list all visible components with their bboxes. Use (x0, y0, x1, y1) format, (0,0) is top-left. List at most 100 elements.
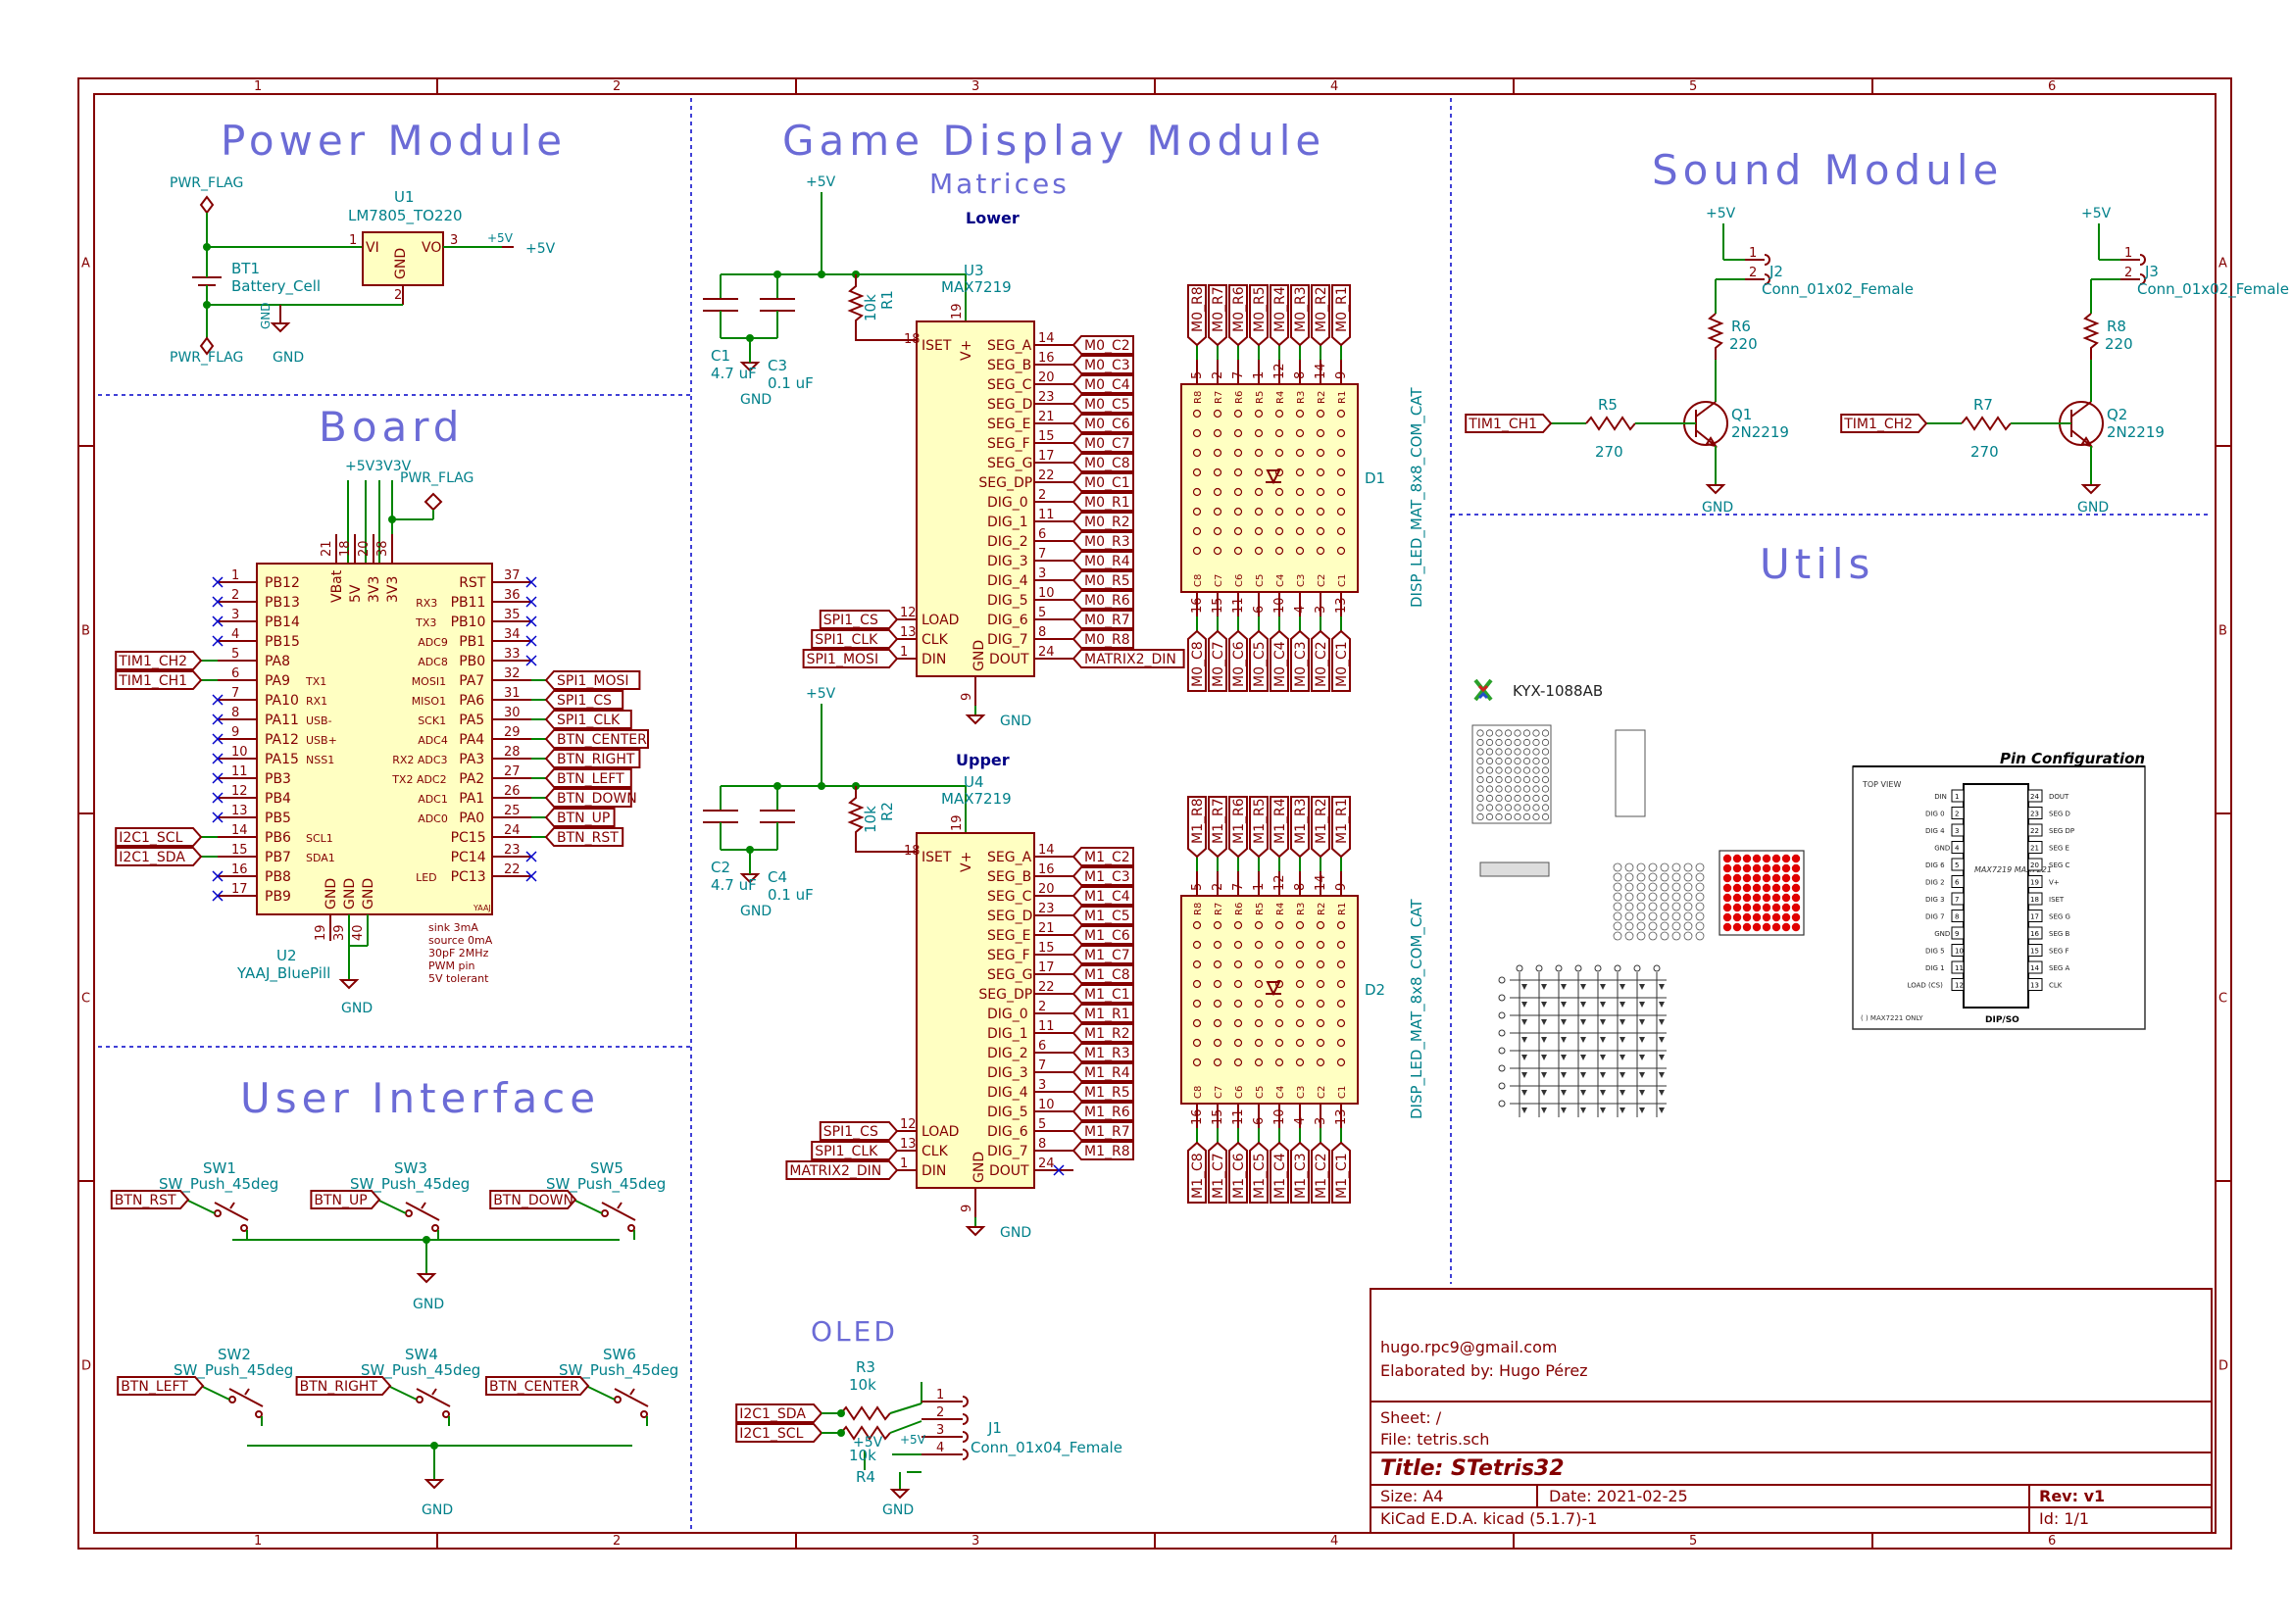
kyx-red-led (1722, 893, 1732, 903)
matrix-net-shape (1270, 1141, 1289, 1204)
led-dot (1336, 546, 1346, 556)
kyx-pin-grid-dot (1671, 902, 1681, 911)
D2-bottom-pin: 4 (1293, 1117, 1308, 1125)
kyx-dot (1522, 757, 1531, 765)
led-dot (1233, 428, 1243, 438)
matrix-net-shape (1228, 796, 1248, 859)
D1-net-r2: M0_R2 (1314, 286, 1329, 332)
kyx-dot (1514, 738, 1521, 747)
D2-top-pin: 5 (1190, 883, 1205, 891)
kyx-dot (1514, 748, 1521, 756)
pin-config-left-box (1951, 926, 1965, 940)
kyx-pin-grid-dot (1695, 882, 1705, 892)
U3-net-m0-c8-shape (1071, 453, 1134, 472)
u1-vo-pin: VO (422, 240, 441, 256)
U3-value: MAX7219 (941, 278, 1012, 296)
bp-pwr-pin-name: 3V3 (385, 576, 401, 603)
U4-gnd-label: GND (1000, 1225, 1031, 1241)
j1-ref: J1 (987, 1419, 1002, 1437)
bp-net-tim1_ch2-shape (115, 651, 203, 670)
led-dot (1192, 979, 1202, 989)
led-dot (1336, 448, 1346, 458)
U3-net-m0-r3: M0_R3 (1084, 534, 1130, 550)
U4-clk-pin: 13 (900, 1137, 917, 1152)
kyx-dot (1532, 766, 1540, 774)
kyx-dot (1495, 785, 1503, 793)
kyx-red-led (1771, 873, 1781, 883)
board-title: Board (319, 403, 464, 451)
bp-left-pin-name: PB4 (265, 791, 291, 807)
j1-pin-num: 1 (936, 1388, 944, 1403)
bp-right-pin-num: 37 (504, 568, 521, 583)
r4-value: 10k (849, 1447, 876, 1464)
D2-net-r3: M1_R3 (1293, 798, 1309, 844)
pin-config-package: DIP/SO (1985, 1015, 2019, 1025)
bp-right-pin-num: 35 (504, 608, 521, 622)
pin-config-right-num: 14 (2030, 964, 2039, 972)
kyx-pin-grid-dot (1648, 872, 1658, 882)
junction (837, 1409, 845, 1417)
kyx-dot (1522, 775, 1531, 784)
kyx-red-led (1781, 863, 1791, 873)
junction (837, 1429, 845, 1437)
matrix-net-shape (1331, 1141, 1351, 1204)
frame-col-top-5: 5 (1689, 79, 1697, 94)
U4-in-net-0: SPI1_CS (823, 1124, 878, 1140)
U3-net-m0-c2: M0_C2 (1084, 338, 1130, 354)
C1-value: 4.7 uF (711, 365, 757, 382)
bp-left-nc (212, 870, 224, 882)
led-dot (1233, 1038, 1243, 1048)
led-dot (1192, 487, 1202, 497)
D2-bottom-name: C5 (1255, 1086, 1266, 1099)
U3-dig_3-pin: 7 (1038, 547, 1046, 562)
kyx-sch-diode (1521, 1019, 1527, 1025)
sound-r6-ref: R6 (1731, 318, 1751, 335)
switch-contact (240, 1224, 248, 1232)
pin-config-right-num: 20 (2030, 861, 2039, 869)
kyx-dot (1541, 804, 1550, 812)
D1-top-name: R6 (1234, 391, 1245, 404)
kyx-red-led (1781, 873, 1791, 883)
D1-bottom-pin: 15 (1211, 597, 1225, 614)
kyx-sch-diode (1639, 1072, 1645, 1078)
kyx-dot (1495, 757, 1503, 765)
D1-top-name: R1 (1337, 391, 1348, 404)
U3-vplus-label: V+ (959, 340, 974, 361)
pin-config-left-num: 12 (1955, 982, 1964, 990)
bp-left-pin-num: 2 (231, 588, 239, 603)
switch-value-sw2: SW_Push_45deg (174, 1361, 293, 1380)
D1-net-r1: M0_R1 (1334, 286, 1350, 332)
oled-plus5v-small: +5V (900, 1433, 926, 1447)
led-dot (1295, 999, 1305, 1009)
D2-top-name: R4 (1275, 903, 1286, 915)
r4-ref: R4 (856, 1468, 875, 1486)
switch-contact (214, 1209, 222, 1217)
kyx-dot (1504, 794, 1513, 803)
sound-conn-pin-num: 1 (1749, 246, 1757, 261)
bp-pwr-pin-num: 18 (338, 540, 353, 557)
kyx-pin-grid-dot (1671, 921, 1681, 931)
kyx-red-led (1781, 883, 1791, 893)
u1-value: LM7805_TO220 (348, 207, 463, 225)
switch-contact (255, 1410, 263, 1418)
U4-net-m1-c3-shape (1071, 866, 1134, 886)
tb-date: Date: 2021-02-25 (1549, 1487, 1688, 1505)
kyx-pin-grid-dot (1636, 931, 1646, 941)
D1-top-pin: 7 (1231, 371, 1246, 379)
D2-bottom-name: C8 (1193, 1086, 1204, 1099)
D1-top-pin: 5 (1190, 371, 1205, 379)
pin-config-right-num: 23 (2030, 811, 2039, 818)
kyx-pin-grid-dot (1695, 862, 1705, 872)
D2-led-symbol (1266, 981, 1281, 997)
pin-config-left-num: 11 (1955, 964, 1964, 972)
bp-pwr-pin-name: VBat (329, 569, 345, 603)
max7219-pin-configuration: Pin Configuration TOP VIEW MAX7219 MAX72… (1852, 750, 2146, 1030)
kyx-sch-diode (1659, 984, 1665, 990)
kyx-dot (1476, 775, 1484, 784)
U3-in-net-2-shape (802, 649, 899, 668)
D2-top-pin: 1 (1252, 883, 1267, 891)
kyx-dot (1504, 775, 1513, 784)
U4-seg_e-label: SEG_E (987, 928, 1030, 944)
kyx-red-led (1732, 854, 1742, 863)
U3-net-m0-c2-shape (1071, 335, 1134, 355)
